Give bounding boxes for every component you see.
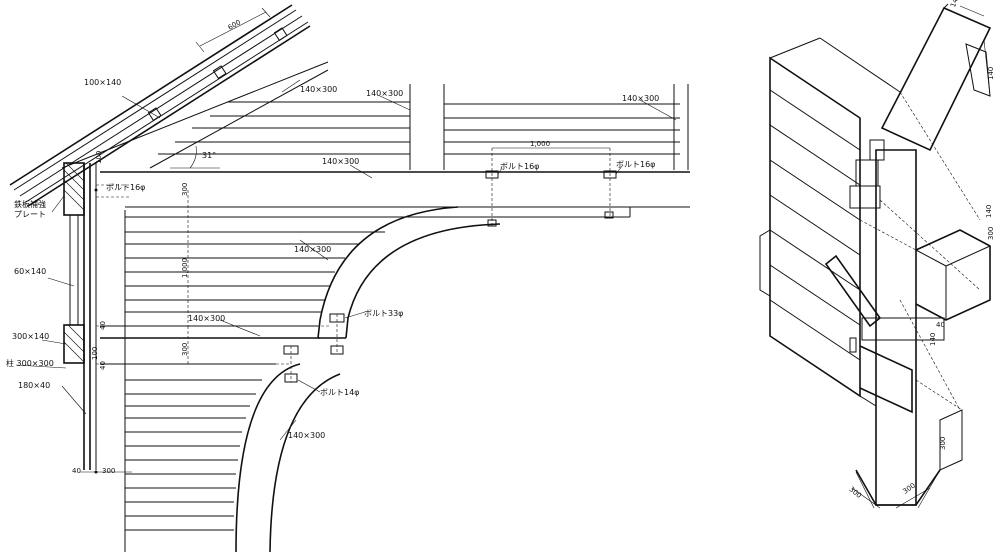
iso-300-low: 300 (939, 436, 947, 450)
member-size-label-f: 140×300 (188, 314, 226, 323)
iso-40-label: 40 (936, 321, 945, 329)
dim-40-label: 40 (99, 321, 107, 330)
isometric-view (759, 3, 992, 509)
bolt-16-mid-label: ボルト16φ (500, 162, 540, 171)
dim-40b-label: 40 (99, 361, 107, 370)
iso-140-low: 140 (929, 332, 937, 346)
wall-column (15, 162, 330, 474)
column-size-label: 柱 300×300 (6, 359, 54, 368)
bolt-16-left-label: ボルト16φ (106, 183, 146, 192)
dim-300-lower: 300 (181, 342, 189, 356)
iso-140-mid: 140 (985, 204, 993, 218)
bolt-16-right-label: ボルト16φ (616, 160, 656, 169)
iso-140-right: 140 (987, 66, 995, 80)
roof-angle-label: 31° (202, 151, 217, 160)
member-size-label-g: 140×300 (288, 431, 326, 440)
dim-300-upper: 300 (181, 182, 189, 196)
member-size-label-d: 140×300 (322, 157, 360, 166)
rafter-size-label: 100×140 (84, 78, 122, 87)
member-size-label-c: 140×300 (622, 94, 660, 103)
base-40-label: 40 (72, 467, 81, 475)
roof-section (9, 4, 690, 218)
member-180x40-label: 180×40 (18, 381, 51, 390)
dim-100-top: 100 (95, 150, 103, 164)
wall-boards (100, 147, 623, 552)
dim-1000-horizontal: 1,000 (530, 140, 551, 148)
beam-size-label: 300×140 (12, 332, 50, 341)
base-300-label: 300 (102, 467, 116, 475)
steel-plate-label: 鉄板補強 プレート (14, 200, 46, 219)
dim-100-mid: 100 (91, 346, 99, 360)
member-size-label-e: 140×300 (294, 245, 332, 254)
bolt-14-label: ボルト14φ (320, 388, 360, 397)
iso-300-mid: 300 (987, 226, 995, 240)
bolt-33-label: ボルト33φ (364, 309, 404, 318)
stud-size-label: 60×140 (14, 267, 47, 276)
member-size-label-a: 140×300 (300, 85, 338, 94)
member-size-label-b: 140×300 (366, 89, 404, 98)
dim-1000-vertical: 1,000 (181, 257, 189, 278)
